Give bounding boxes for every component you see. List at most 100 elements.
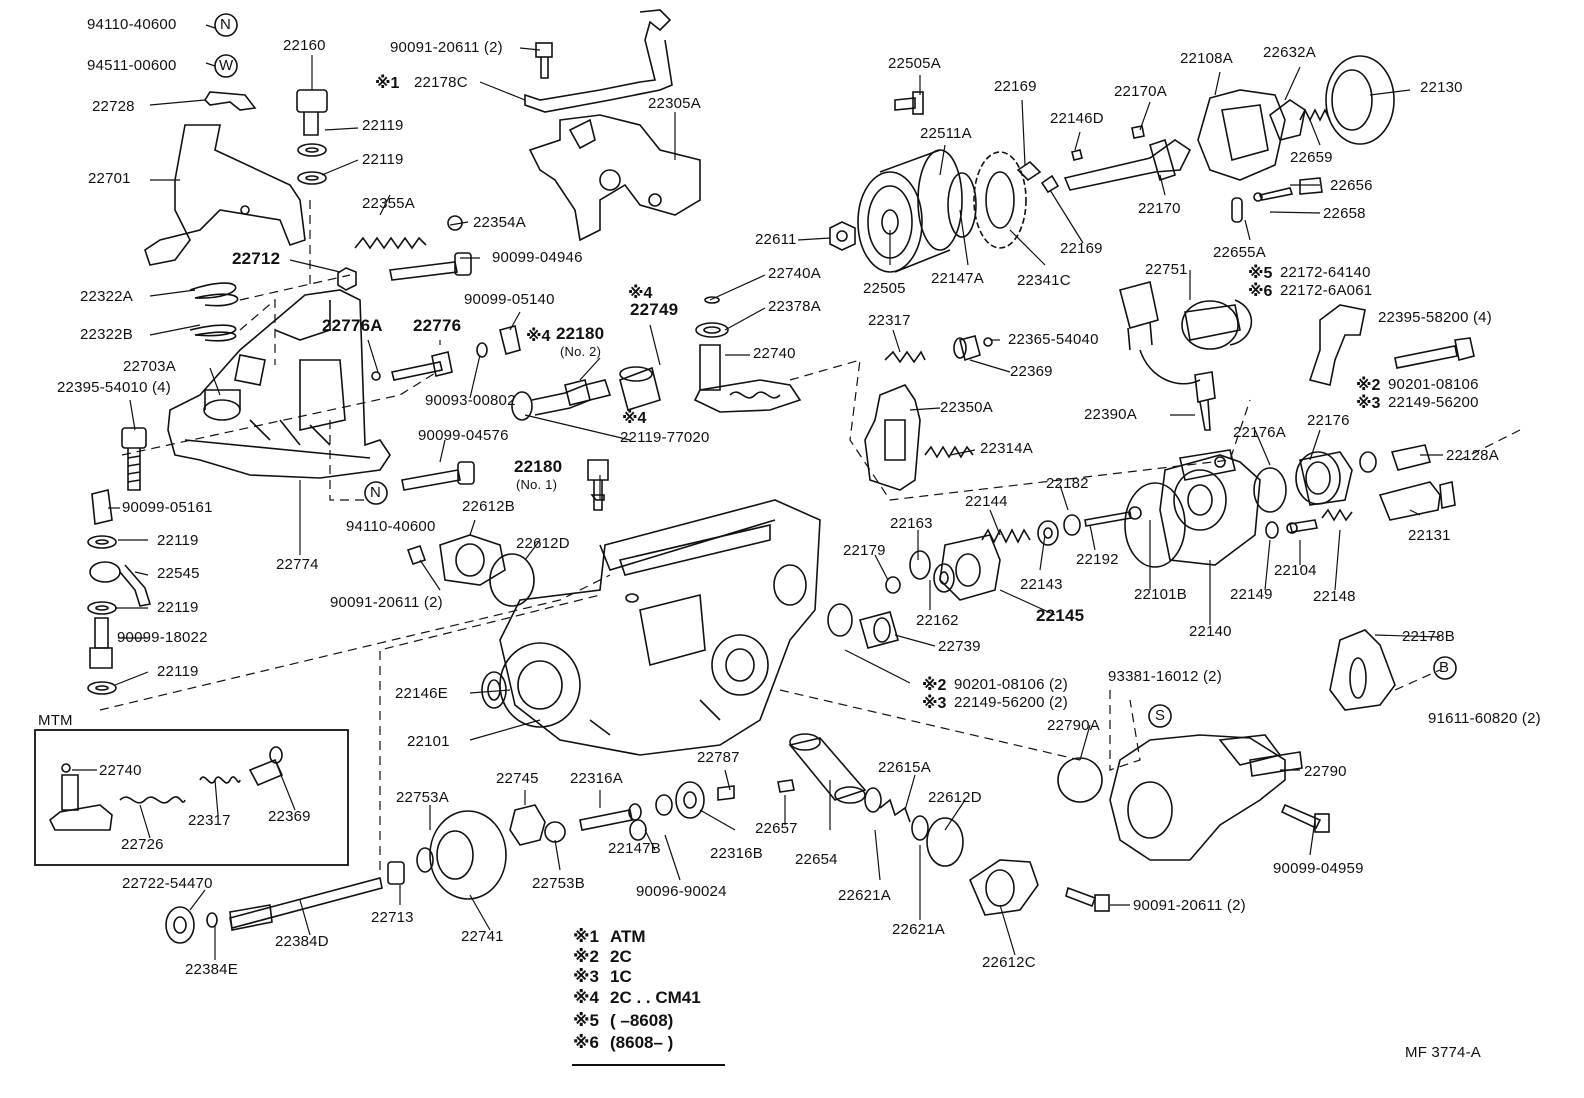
part-label: 22384D <box>275 933 329 950</box>
part-label: 22148 <box>1313 588 1356 605</box>
w-circle-label: W <box>219 57 234 74</box>
part-label: 22163 <box>890 515 933 532</box>
part-label: 90201-08106 <box>1388 376 1479 393</box>
part-label: 22378A <box>768 298 821 315</box>
part-label: 22740 <box>753 345 796 362</box>
part-label: 22170 <box>1138 200 1181 217</box>
part-label: 22612D <box>928 789 982 806</box>
part-label: 22790 <box>1304 763 1347 780</box>
governor-lever-group <box>864 335 993 491</box>
sensor-group <box>1119 281 1475 431</box>
leader-lines <box>72 24 1443 960</box>
part-label: 22741 <box>461 928 504 945</box>
note-marker: ※5 <box>1248 265 1273 282</box>
part-label: 22776A <box>322 316 383 335</box>
note-marker: ※3 <box>1356 395 1381 412</box>
part-label: 90099-05140 <box>464 291 555 308</box>
part-label: 22316A <box>570 770 623 787</box>
part-label: 22790A <box>1047 717 1100 734</box>
legend-text: 2C . . CM41 <box>610 988 701 1007</box>
n-circle-label: N <box>220 16 232 33</box>
part-label: 94110-40600 <box>346 518 436 535</box>
part-label: 22119 <box>362 117 404 134</box>
part-label: 90099-04959 <box>1273 860 1364 877</box>
part-label: 22745 <box>496 770 539 787</box>
part-label: 22144 <box>965 493 1008 510</box>
part-label: 22751 <box>1145 261 1188 278</box>
part-label: 22160 <box>283 37 326 54</box>
part-label: 22654 <box>795 851 838 868</box>
legend-text: (8608– ) <box>610 1033 674 1052</box>
part-label: 22101B <box>1134 586 1187 603</box>
pump-body-group <box>406 499 821 756</box>
part-label: 22322A <box>80 288 133 305</box>
timer-drive-group <box>829 55 1395 273</box>
part-label: 22545 <box>157 565 200 582</box>
marker-circles <box>214 13 1457 728</box>
part-label: 22655A <box>1213 244 1266 261</box>
legend-text: 2C <box>610 947 632 966</box>
part-label: 22355A <box>362 195 415 212</box>
part-label: 22612B <box>462 498 515 515</box>
part-label: 22713 <box>371 909 414 926</box>
part-label: 22728 <box>92 98 135 115</box>
note-marker: ※3 <box>922 695 947 712</box>
part-label: 22316B <box>710 845 763 862</box>
part-label: 22341C <box>1017 272 1071 289</box>
part-label: 90096-90024 <box>636 883 727 900</box>
b-circle-label: B <box>1439 659 1450 676</box>
part-label: 22395-54010 (4) <box>57 379 171 396</box>
note-marker: ※4 <box>622 410 647 427</box>
part-label: 22395-58200 (4) <box>1378 309 1492 326</box>
pump-head-group <box>827 444 1456 711</box>
note-marker: ※4 <box>526 328 551 345</box>
assembly-lines <box>99 200 1521 870</box>
part-label: 22178C <box>414 74 468 91</box>
legend-mark: ※2 <box>573 947 599 966</box>
part-label: 22146D <box>1050 110 1104 127</box>
advance-group <box>777 733 1330 916</box>
part-label: 22119 <box>157 599 199 616</box>
part-label: 90099-18022 <box>117 629 208 646</box>
note-marker: ※6 <box>1248 283 1273 300</box>
legend-text: ATM <box>610 927 646 946</box>
part-label: 90099-04946 <box>492 249 583 266</box>
note-marker: ※2 <box>922 677 947 694</box>
part-label: 22350A <box>940 399 993 416</box>
part-label: 22740A <box>768 265 821 282</box>
legend-mark: ※5 <box>573 1011 599 1030</box>
part-label: 22317 <box>188 812 231 829</box>
part-label: 22192 <box>1076 551 1119 568</box>
part-label: 22753B <box>532 875 585 892</box>
legend-text: ( –8608) <box>610 1011 674 1030</box>
part-label: 22774 <box>276 556 319 573</box>
part-label: 93381-16012 (2) <box>1108 668 1222 685</box>
part-label: 90091-20611 (2) <box>390 39 503 56</box>
part-label: 22612C <box>982 954 1036 971</box>
part-label: 22314A <box>980 440 1033 457</box>
part-label: 22621A <box>892 921 945 938</box>
part-label: 90093-00802 <box>425 392 516 409</box>
figure-code: MF 3774-A <box>1405 1044 1481 1061</box>
part-label: 22317 <box>868 312 911 329</box>
part-label: 22169 <box>1060 240 1103 257</box>
note-marker: ※2 <box>1356 377 1381 394</box>
part-label: 22131 <box>1408 527 1451 544</box>
part-label: 22659 <box>1290 149 1333 166</box>
part-label: 22658 <box>1323 205 1366 222</box>
legend-text: 1C <box>610 967 632 986</box>
part-label: 22147B <box>608 840 661 857</box>
note-marker: ※1 <box>375 75 400 92</box>
part-label: 22511A <box>920 125 972 142</box>
part-label: 22182 <box>1046 475 1089 492</box>
part-label: 22176 <box>1307 412 1350 429</box>
part-label: 22739 <box>938 638 981 655</box>
legend-mark: ※3 <box>573 967 599 986</box>
s-circle-label: S <box>1155 707 1166 724</box>
part-label: 22384E <box>185 961 238 978</box>
part-label: 22130 <box>1420 79 1463 96</box>
part-label: (No. 1) <box>516 477 558 492</box>
legend-mark: ※6 <box>573 1033 599 1052</box>
